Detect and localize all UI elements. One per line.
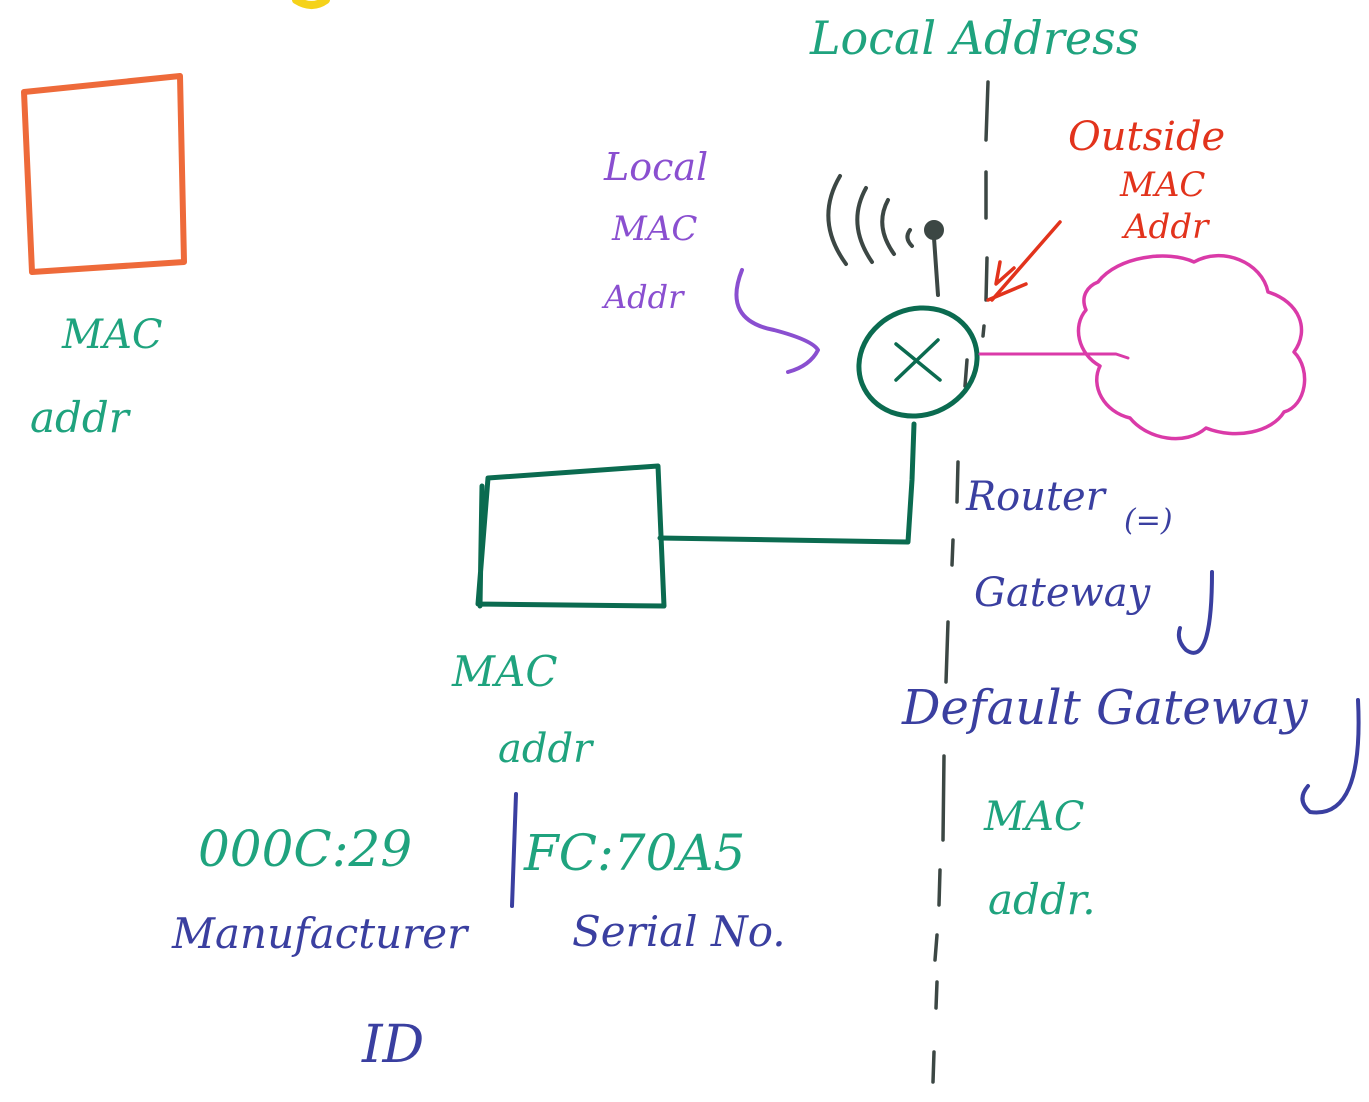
manufacturer-label: Manufacturer	[171, 909, 470, 958]
router-label: Router	[965, 474, 1108, 520]
internet-cloud	[1076, 253, 1307, 441]
outside-mac-label-line1: Outside	[1068, 114, 1225, 160]
mac-address-prefix: 000C:29	[198, 820, 412, 878]
gateway-label: Gateway	[974, 570, 1152, 616]
local-address-label: Local Address	[809, 11, 1139, 65]
mac-divider	[510, 792, 518, 908]
outside-mac-label-line3: Addr	[1121, 207, 1210, 247]
manufacturer-id-label: ID	[361, 1015, 424, 1075]
center-mac-label-line1: MAC	[451, 647, 557, 696]
center-device-box	[475, 463, 667, 609]
mac-address-suffix: FC:70A5	[523, 824, 745, 882]
local-mac-label-line3: Addr	[601, 278, 685, 316]
labels-layer: Local Address Outside MAC Addr Local MAC…	[30, 11, 1308, 1075]
router-icon	[856, 305, 980, 419]
network-boundary-line	[931, 80, 990, 1084]
outside-mac-label-line2: MAC	[1119, 165, 1205, 205]
wireless-signal-icon	[826, 174, 914, 266]
outside-mac-arrow	[986, 220, 1062, 302]
local-mac-label-line1: Local	[603, 145, 708, 189]
device-to-router-cable	[657, 421, 917, 545]
right-mac-label-line2: addr.	[988, 875, 1096, 924]
antenna-icon	[924, 220, 944, 297]
left-mac-label-line1: MAC	[61, 312, 162, 358]
right-mac-label-line1: MAC	[983, 794, 1084, 840]
yellow-highlight-mark	[292, 0, 330, 9]
default-gateway-label: Default Gateway	[901, 680, 1308, 736]
left-device-box	[21, 73, 187, 275]
gateway-brace	[1176, 570, 1361, 815]
left-mac-label-line2: addr	[30, 393, 132, 442]
local-mac-label-line2: MAC	[611, 209, 697, 249]
equivalent-sign: (=)	[1124, 503, 1173, 538]
local-mac-arrow	[734, 268, 820, 374]
center-mac-label-line2: addr	[498, 726, 595, 772]
router-to-internet-line	[978, 352, 1130, 360]
serial-number-label: Serial No.	[572, 907, 786, 956]
